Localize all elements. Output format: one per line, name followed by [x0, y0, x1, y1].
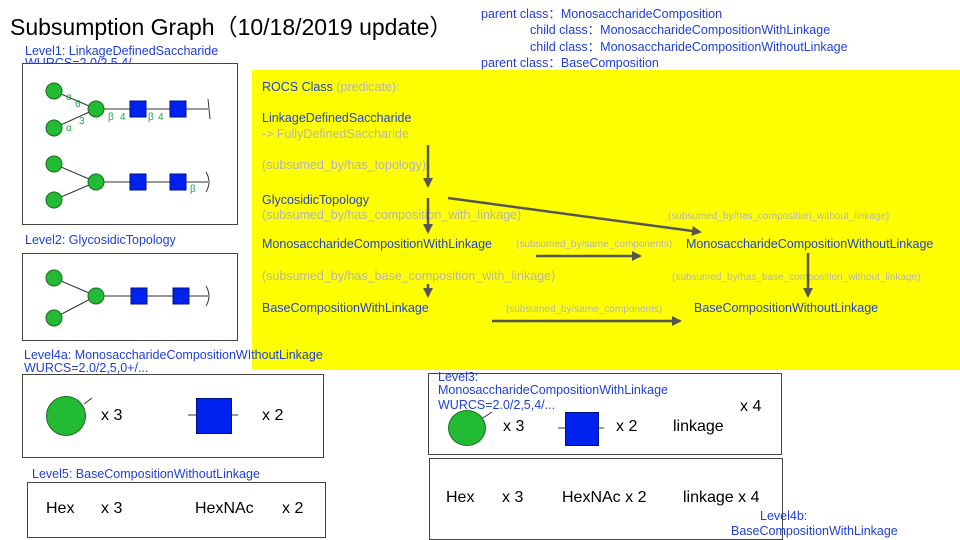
hex-circle-icon	[45, 191, 63, 209]
hierarchy-item: parent class：BaseComposition	[481, 55, 659, 70]
hexnac-square-icon	[130, 287, 148, 305]
level5-hex: Hex	[46, 500, 75, 517]
level4b-hex: Hex	[446, 489, 475, 506]
linkage-label: 3	[79, 116, 85, 127]
linkage-label: β	[108, 112, 114, 123]
linkage-label: 4	[120, 112, 126, 123]
page-title: Subsumption Graph（10/18/2019 update）	[10, 14, 453, 40]
pred-has-composition-without-linkage: (subsumed_by/has_composition_without_lin…	[668, 211, 890, 222]
pred-has-composition-with-linkage: (subsumed_by/has_composition_with_linkag…	[262, 208, 522, 222]
level5-label: Level5: BaseCompositionWithoutLinkage	[32, 467, 260, 481]
level4b-hexnac: HexNAc x 2	[562, 489, 647, 506]
hex-circle-icon	[45, 309, 63, 327]
level4a-wurcs: WURCS=2.0/2,5,0+/...	[24, 361, 149, 375]
rocs-base-comp-without-linkage: BaseCompositionWithoutLinkage	[694, 301, 879, 315]
linkage-label: β	[190, 184, 196, 195]
level5-box	[27, 482, 326, 538]
rocs-mono-comp-with-linkage: MonosaccharideCompositionWithLinkage	[262, 237, 492, 251]
hex-circle-icon	[87, 173, 105, 191]
hex-circle-icon	[87, 100, 105, 118]
level2-glycan-box	[22, 253, 238, 341]
level3-wurcs: WURCS=2.0/2,5,4/...	[438, 398, 556, 412]
level4a-label: Level4a: MonosaccharideCompositionWIthou…	[24, 348, 323, 362]
level3-linkage-count: x 4	[740, 398, 762, 415]
hex-circle-icon	[46, 396, 86, 436]
rocs-fully-defined-saccharide: -> FullyDefinedSaccharide	[262, 127, 409, 141]
linkage-label: β	[148, 112, 154, 123]
hex-circle-icon	[45, 82, 63, 100]
hexnac-square-icon	[172, 287, 190, 305]
rocs-glycosidic-topology: GlycosidicTopology	[262, 193, 369, 207]
level3-linkage: linkage	[673, 418, 724, 435]
level4b-linkage: linkage x 4	[683, 489, 760, 506]
rocs-header: ROCS Class (predicate):	[262, 80, 400, 94]
rocs-linkage-defined-saccharide: LinkageDefinedSaccharide	[262, 111, 412, 125]
hex-circle-icon	[45, 119, 63, 137]
hex-circle-icon	[87, 287, 105, 305]
linkage-label: α	[66, 92, 72, 103]
hierarchy-item: child class：MonosaccharideCompositionWit…	[530, 23, 831, 38]
pred-has-topology: (subsumed_by/has_topology)	[262, 158, 426, 172]
level3-name: MonosaccharideCompositionWithLinkage	[438, 383, 668, 397]
pred-same-components-1: (subsumed_by/same_components)	[516, 239, 673, 250]
level4a-hex-count: x 3	[101, 407, 123, 424]
subsumption-arrows	[423, 145, 813, 326]
level3-box	[428, 373, 782, 455]
level3-hexnac-count: x 2	[616, 418, 638, 435]
hierarchy-item: parent class：MonosaccharideComposition	[481, 7, 723, 21]
hexnac-square-icon	[565, 412, 599, 446]
linkage-label: 4	[158, 112, 164, 123]
level2-label: Level2: GlycosidicTopology	[25, 233, 176, 247]
rocs-base-comp-with-linkage: BaseCompositionWithLinkage	[262, 301, 429, 315]
level1-label: Level1: LinkageDefinedSaccharide	[25, 44, 219, 58]
level4b-hex-count: x 3	[502, 489, 524, 506]
level5-hexnac: HexNAc	[195, 500, 254, 517]
hex-circle-icon	[45, 269, 63, 287]
hex-circle-icon	[448, 410, 486, 446]
hexnac-square-icon	[196, 398, 232, 434]
linkage-label: 6	[75, 99, 81, 110]
rocs-mono-comp-without-linkage: MonosaccharideCompositionWithoutLinkage	[686, 237, 934, 251]
level5-hexnac-count: x 2	[282, 500, 304, 517]
level3-label: Level3:	[438, 370, 479, 384]
level3-hex-count: x 3	[503, 418, 525, 435]
level4b-name: BaseCompositionWithLinkage	[731, 524, 898, 538]
pred-same-components-2: (subsumed_by/same_components)	[506, 304, 663, 315]
hexnac-square-icon	[169, 100, 187, 118]
linkage-label: α	[66, 123, 72, 134]
pred-has-base-composition-with-linkage: (subsumed_by/has_base_composition_with_l…	[262, 269, 556, 283]
level5-hex-count: x 3	[101, 500, 123, 517]
hex-circle-icon	[45, 155, 63, 173]
hexnac-square-icon	[129, 173, 147, 191]
hexnac-square-icon	[169, 173, 187, 191]
hierarchy-item: child class：MonosaccharideCompositionWit…	[530, 39, 848, 54]
pred-has-base-composition-without-linkage: (subsumed_by/has_base_composition_withou…	[672, 272, 921, 283]
level4a-hexnac-count: x 2	[262, 407, 284, 424]
level4b-label: Level4b:	[760, 509, 808, 523]
hexnac-square-icon	[129, 100, 147, 118]
